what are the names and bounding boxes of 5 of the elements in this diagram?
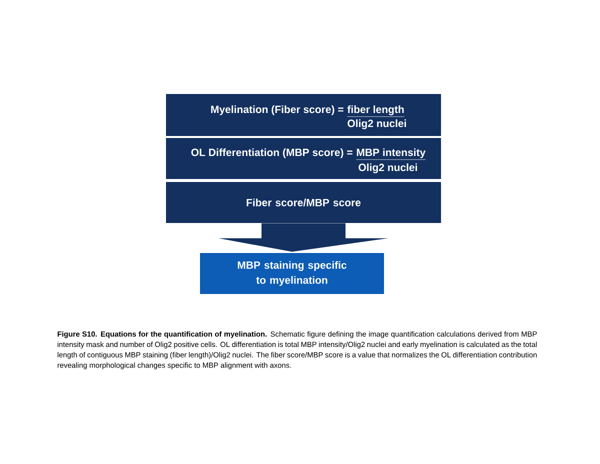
block-arrow: [218, 223, 388, 252]
process-box: Fiber score/MBP score: [166, 182, 441, 223]
formula-box: Myelination (Fiber score) = fiber length Olig2 nuclei: [166, 94, 441, 136]
formula-box: OL Differentiation (MBP score) = MBP intensity Olig2 nuclei: [166, 138, 441, 179]
process-box: MBP staining specific to myelination: [200, 253, 384, 294]
